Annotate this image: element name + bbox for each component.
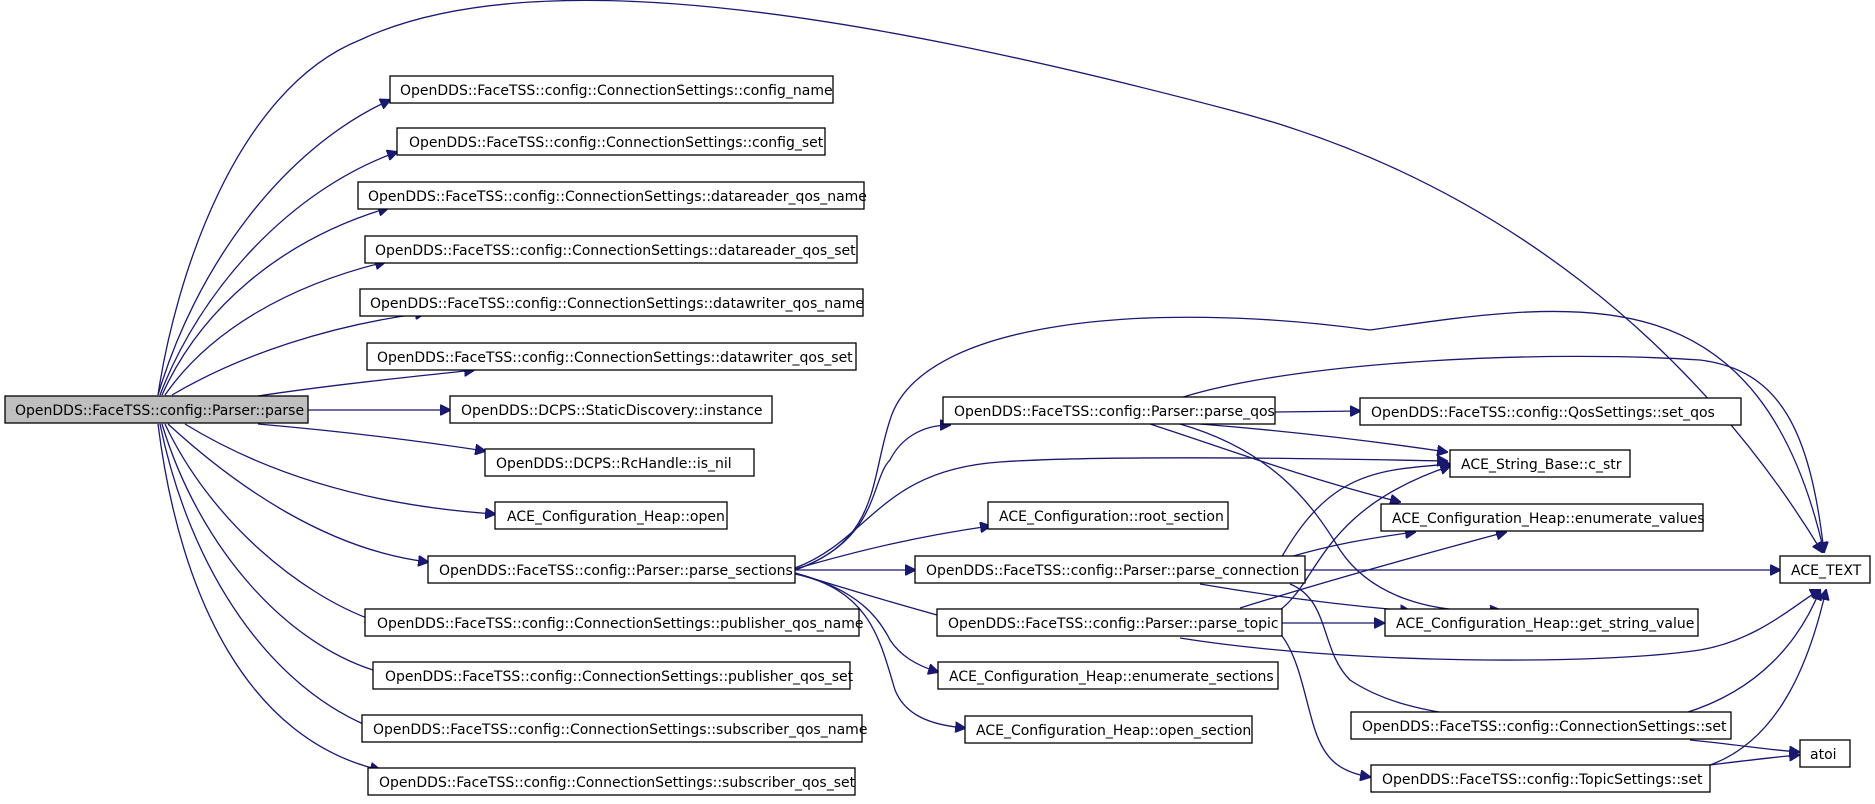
node-label: OpenDDS::FaceTSS::config::Parser::parse_…: [954, 404, 1275, 420]
node-parse-topic[interactable]: OpenDDS::FaceTSS::config::Parser::parse_…: [936, 608, 1283, 637]
node-publisher-qos-set[interactable]: OpenDDS::FaceTSS::config::ConnectionSett…: [372, 661, 854, 690]
edge-ts-set-ace-text: [1709, 590, 1826, 766]
node-parse-connection[interactable]: OpenDDS::FaceTSS::config::Parser::parse_…: [914, 555, 1306, 584]
node-datareader-qos-set[interactable]: OpenDDS::FaceTSS::config::ConnectionSett…: [364, 235, 858, 264]
edge-topic-c-str: [1279, 466, 1450, 611]
node-parse[interactable]: OpenDDS::FaceTSS::config::Parser::parse: [4, 395, 309, 424]
node-enumerate-values[interactable]: ACE_Configuration_Heap::enumerate_values: [1380, 503, 1705, 532]
edge-topic-enumerate-values: [1239, 532, 1506, 609]
node-label: OpenDDS::FaceTSS::config::Parser::parse_…: [948, 616, 1279, 632]
edge-ts-set-atoi: [1709, 755, 1799, 766]
node-label: OpenDDS::FaceTSS::config::Parser::parse_…: [439, 563, 793, 579]
node-root-section[interactable]: ACE_Configuration::root_section: [987, 501, 1229, 530]
edge-qos-get-string-value: [1179, 423, 1500, 611]
edge-parse-pub-qos-name: [164, 423, 375, 621]
edge-sections-root-section: [794, 526, 990, 570]
edge-parse-is-nil: [257, 423, 485, 451]
node-label: OpenDDS::FaceTSS::config::QosSettings::s…: [1371, 405, 1715, 421]
node-label: OpenDDS::FaceTSS::config::ConnectionSett…: [409, 135, 824, 151]
edge-parse-heap-open: [184, 423, 495, 514]
edge-sections-parse-qos: [794, 425, 950, 571]
edge-qos-set-qos: [1274, 411, 1360, 412]
node-label: OpenDDS::FaceTSS::config::Parser::parse_…: [926, 563, 1299, 579]
node-label: ACE_String_Base::c_str: [1461, 457, 1622, 473]
node-open-section[interactable]: ACE_Configuration_Heap::open_section: [964, 715, 1253, 744]
node-label: OpenDDS::DCPS::StaticDiscovery::instance: [461, 403, 763, 419]
edge-parse-ace-text: [157, 0, 1822, 552]
node-c-str[interactable]: ACE_String_Base::c_str: [1449, 449, 1631, 478]
edge-sections-ace-text: [794, 310, 1824, 571]
node-label: OpenDDS::FaceTSS::config::ConnectionSett…: [379, 775, 856, 791]
node-ace-text[interactable]: ACE_TEXT: [1779, 555, 1871, 584]
node-datareader-qos-name[interactable]: OpenDDS::FaceTSS::config::ConnectionSett…: [357, 181, 867, 210]
node-static-discovery-instance[interactable]: OpenDDS::DCPS::StaticDiscovery::instance: [449, 395, 773, 424]
edge-sections-open-section: [794, 573, 965, 728]
edge-parse-dr-qos-set: [164, 262, 385, 396]
node-label: ACE_Configuration_Heap::open_section: [976, 723, 1251, 739]
node-connection-settings-set[interactable]: OpenDDS::FaceTSS::config::ConnectionSett…: [1350, 711, 1732, 740]
node-label: OpenDDS::DCPS::RcHandle::is_nil: [496, 456, 732, 472]
node-label: OpenDDS::FaceTSS::config::ConnectionSett…: [377, 616, 863, 632]
node-set-qos[interactable]: OpenDDS::FaceTSS::config::QosSettings::s…: [1359, 397, 1742, 426]
node-label: ACE_Configuration_Heap::enumerate_sectio…: [949, 669, 1274, 685]
node-get-string-value[interactable]: ACE_Configuration_Heap::get_string_value: [1384, 608, 1699, 637]
node-label: OpenDDS::FaceTSS::config::TopicSettings:…: [1382, 772, 1703, 788]
node-heap-open[interactable]: ACE_Configuration_Heap::open: [494, 501, 728, 530]
node-label: OpenDDS::FaceTSS::config::ConnectionSett…: [373, 722, 867, 738]
edge-parse-sub-qos-set: [157, 423, 380, 770]
edge-parse-dr-qos-name: [161, 208, 388, 396]
node-datawriter-qos-set[interactable]: OpenDDS::FaceTSS::config::ConnectionSett…: [366, 342, 857, 371]
node-parse-qos[interactable]: OpenDDS::FaceTSS::config::Parser::parse_…: [942, 396, 1276, 425]
node-label: OpenDDS::FaceTSS::config::ConnectionSett…: [370, 296, 864, 312]
edge-parse-dw-qos-name: [171, 313, 425, 396]
edge-parse-config-name: [157, 100, 390, 396]
edge-parse-config-set: [159, 152, 397, 396]
edge-qos-ace-text: [1179, 355, 1824, 552]
node-subscriber-qos-set[interactable]: OpenDDS::FaceTSS::config::ConnectionSett…: [367, 767, 856, 796]
edge-topic-ts-set: [1281, 635, 1370, 777]
edge-parse-parse-sections: [167, 423, 428, 562]
edge-qos-c-str: [1199, 423, 1447, 452]
node-label: ACE_Configuration_Heap::open: [507, 509, 725, 525]
node-label: OpenDDS::FaceTSS::config::ConnectionSett…: [1362, 719, 1727, 735]
node-label: ACE_Configuration_Heap::enumerate_values: [1392, 511, 1705, 527]
edge-conn-cs-set: [1289, 583, 1485, 718]
node-label: OpenDDS::FaceTSS::config::ConnectionSett…: [400, 83, 833, 99]
edge-parse-pub-qos-set: [161, 423, 387, 674]
node-publisher-qos-name[interactable]: OpenDDS::FaceTSS::config::ConnectionSett…: [364, 608, 863, 637]
node-config-set[interactable]: OpenDDS::FaceTSS::config::ConnectionSett…: [396, 127, 826, 156]
edge-conn-c-str: [1279, 464, 1450, 561]
edge-cs-set-ace-text: [1684, 590, 1820, 714]
edge-topic-ace-text: [1179, 590, 1820, 661]
node-atoi[interactable]: atoi: [1799, 739, 1851, 768]
node-label: OpenDDS::FaceTSS::config::ConnectionSett…: [385, 669, 854, 685]
node-topic-settings-set[interactable]: OpenDDS::FaceTSS::config::TopicSettings:…: [1370, 764, 1711, 793]
node-label: ACE_TEXT: [1791, 563, 1862, 579]
edge-conn-get-string-value: [1199, 583, 1410, 611]
node-datawriter-qos-name[interactable]: OpenDDS::FaceTSS::config::ConnectionSett…: [359, 288, 864, 317]
edge-conn-enumerate-values: [1289, 532, 1415, 558]
edge-sections-enumerate-sections: [794, 572, 938, 672]
node-subscriber-qos-name[interactable]: OpenDDS::FaceTSS::config::ConnectionSett…: [361, 714, 867, 743]
node-label: ACE_Configuration::root_section: [999, 509, 1224, 525]
node-enumerate-sections[interactable]: ACE_Configuration_Heap::enumerate_sectio…: [937, 661, 1279, 690]
node-config-name[interactable]: OpenDDS::FaceTSS::config::ConnectionSett…: [389, 75, 834, 104]
node-label: OpenDDS::FaceTSS::config::ConnectionSett…: [375, 243, 856, 259]
edge-parse-dw-qos-set: [257, 370, 474, 397]
edge-qos-enumerate-values: [1149, 423, 1400, 502]
node-label: OpenDDS::FaceTSS::config::ConnectionSett…: [377, 350, 853, 366]
node-label: OpenDDS::FaceTSS::config::Parser::parse: [15, 403, 304, 419]
edge-sections-c-str: [794, 458, 1447, 569]
node-label: atoi: [1810, 747, 1837, 763]
edge-parse-sub-qos-name: [159, 423, 378, 730]
node-label: ACE_Configuration_Heap::get_string_value: [1396, 616, 1694, 632]
node-label: OpenDDS::FaceTSS::config::ConnectionSett…: [368, 189, 867, 205]
node-parse-sections[interactable]: OpenDDS::FaceTSS::config::Parser::parse_…: [427, 555, 796, 584]
node-rchandle-is-nil[interactable]: OpenDDS::DCPS::RcHandle::is_nil: [484, 448, 755, 477]
